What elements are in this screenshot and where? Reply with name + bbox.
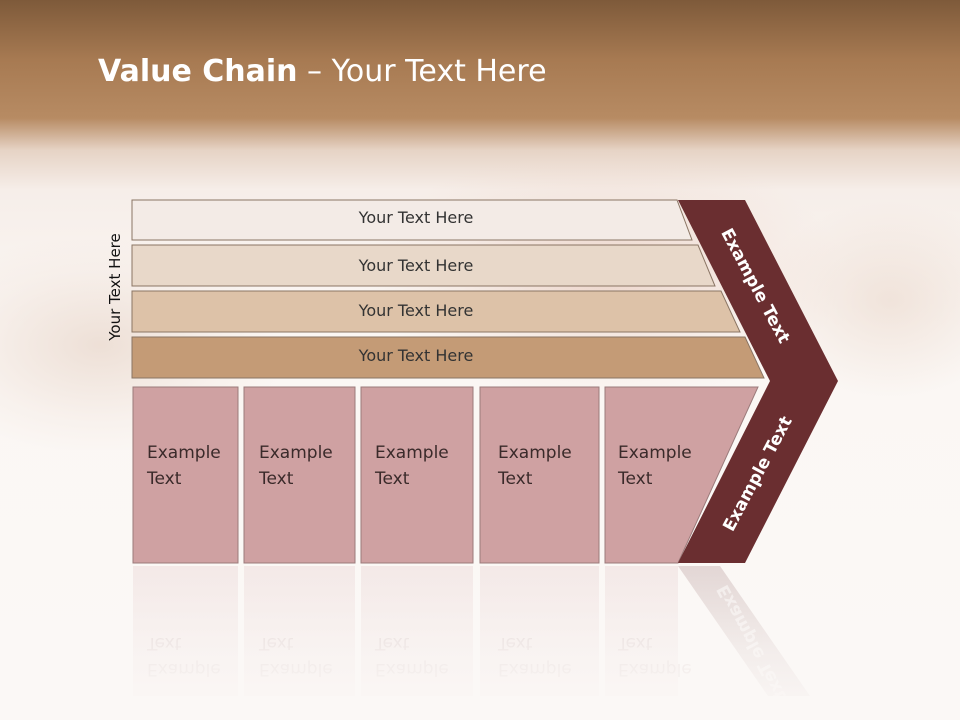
- bar-label: Your Text Here: [358, 301, 474, 320]
- bar-label: Your Text Here: [358, 256, 474, 275]
- column-label: Example Text: [618, 443, 692, 489]
- bar-shape: [131, 290, 741, 333]
- bar-shape: [131, 336, 765, 379]
- column-label: Example Text: [147, 443, 221, 489]
- bar-label: Your Text Here: [358, 346, 474, 365]
- bar-shape: [131, 244, 716, 287]
- column-label: Example Text: [498, 443, 572, 489]
- column-label: Example Text: [375, 443, 449, 489]
- column-shape: [132, 386, 239, 564]
- chevron-shape: [678, 200, 838, 563]
- slide-title: Value Chain – Your Text Here: [98, 54, 547, 89]
- title-bold: Value Chain: [98, 54, 298, 89]
- bar-label: Your Text Here: [358, 208, 474, 227]
- column-label: Example Text: [259, 443, 333, 489]
- column-shape: [360, 386, 474, 564]
- reflection-fade: [120, 565, 840, 720]
- bar-shape: [131, 199, 693, 241]
- column-shape: [243, 386, 356, 564]
- title-rest: – Your Text Here: [297, 54, 547, 89]
- column-shape: [479, 386, 600, 564]
